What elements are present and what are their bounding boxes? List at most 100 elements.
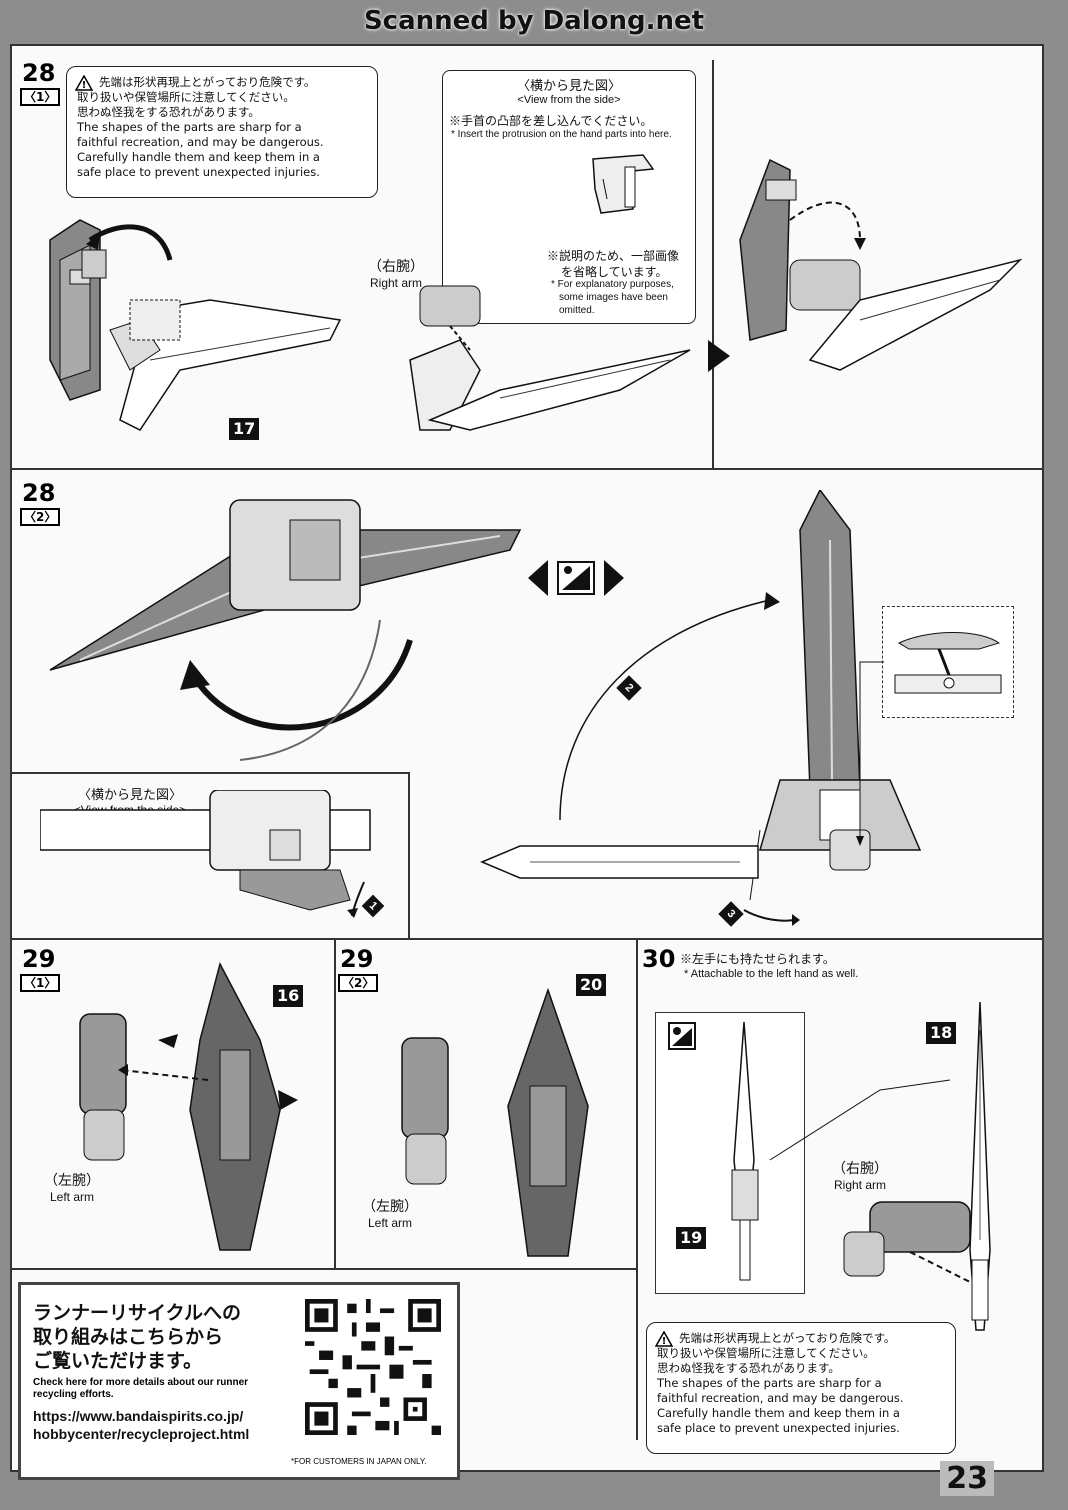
left-arm-label-29-1: （左腕） Left arm [22, 1170, 122, 1204]
sword-illustration-28-1-left [49, 219, 342, 431]
warning-icon: ! [75, 75, 93, 91]
sword-blade-lower-28-2 [480, 845, 759, 879]
left-arm-jp-29-1: （左腕） [44, 1173, 100, 1189]
shield-20 [507, 987, 589, 1257]
shield-16 [189, 961, 281, 1251]
warning30-jp-line-1: 先端は形状再現上とがっており危険です。 [679, 1331, 896, 1345]
left-arm-en-29-2: Left arm [367, 1216, 412, 1230]
right-arm-jp: （右腕） [368, 259, 424, 275]
side-view-frame-right [408, 772, 410, 938]
part-number-19: 19 [676, 1227, 707, 1249]
part-number-16: 16 [273, 985, 304, 1007]
insert-note-en: * Insert the protrusion on the hand part… [451, 129, 672, 140]
left-arm-29-2 [401, 1037, 449, 1185]
flip-view-icon [528, 560, 624, 596]
omit-note-en-3: omitted. [559, 305, 595, 316]
side-view-callout-28: 〈横から見た図〉 <View from the side> ※手首の凸部を差し込… [442, 70, 696, 324]
left-arm-jp-29-2: （左腕） [362, 1199, 418, 1215]
detail-leader-line [856, 661, 884, 846]
divider-28-1-bottom [10, 468, 1042, 470]
rotation-arc-28-2 [559, 592, 780, 821]
left-arm-label-29-2: （左腕） Left arm [340, 1196, 440, 1230]
omit-note-en-1: * For explanatory purposes, [551, 279, 674, 290]
right-arm-jp-30: （右腕） [832, 1161, 888, 1177]
warning-en-line-1: The shapes of the parts are sharp for a [77, 120, 302, 134]
page-number: 23 [940, 1461, 994, 1496]
warning30-en-line-2: faithful recreation, and may be dangerou… [657, 1391, 904, 1405]
recycle-title-line-1: ランナーリサイクルへの [33, 1302, 242, 1324]
side-view-title-en: <View from the side> [517, 94, 621, 106]
warning-en-line-2: faithful recreation, and may be dangerou… [77, 135, 324, 149]
hinge-detail [894, 632, 1002, 694]
sword-illustration-28-2-left [49, 499, 522, 761]
right-arm-label-28: （右腕） Right arm [346, 256, 446, 290]
recycle-title-line-3: ご覧いただけます。 [33, 1350, 203, 1372]
omit-note-en-2: some images have been [559, 292, 668, 303]
recycle-url-line-1: https://www.bandaispirits.co.jp/ [33, 1408, 244, 1424]
divider-29-bottom [10, 1268, 636, 1270]
hand-socket-detail [592, 154, 655, 214]
left-arm-en-29-1: Left arm [49, 1190, 94, 1204]
sword-illustration-28-2-right [749, 490, 922, 901]
sword-side-view-28-2 [40, 790, 371, 911]
next-arrow-28-1 [708, 340, 730, 372]
warning30-en-line-1: The shapes of the parts are sharp for a [657, 1376, 882, 1390]
warning30-jp-line-2: 取り扱いや保管場所に注意してください。 [657, 1346, 875, 1360]
warning-box-30: ! 先端は形状再現上とがっており危険です。 取り扱いや保管場所に注意してください… [646, 1322, 956, 1454]
qr-code[interactable] [305, 1299, 441, 1435]
recycle-desc-line-2: recycling efforts. [33, 1389, 114, 1400]
sword-illustration-28-1-right [739, 158, 1023, 371]
attach-arrow-29-1 [118, 1034, 298, 1110]
side-view2-jp: 〈横から見た図〉 [77, 788, 182, 803]
left-arm-29-1 [79, 1013, 127, 1161]
step-number-29-1: 29 [22, 945, 56, 973]
warning30-en-line-3: Carefully handle them and keep them in a [657, 1406, 900, 1420]
warning-en-line-4: safe place to prevent unexpected injurie… [77, 165, 320, 179]
warning-box-28: ! 先端は形状再現上とがっており危険です。 取り扱いや保管場所に注意してください… [66, 66, 378, 198]
recycle-info-box: ランナーリサイクルへの 取り組みはこちらから ご覧いただけます。 Check h… [18, 1282, 460, 1480]
omit-note-jp-2: を省略しています。 [561, 265, 668, 279]
insert-note-jp: ※手首の凸部を差し込んでください。 [449, 114, 653, 128]
right-arm-en-30: Right arm [833, 1178, 886, 1192]
warning-jp-line-3: 思わぬ怪我をする恐れがあります。 [77, 105, 260, 119]
view-icon-30 [668, 1022, 696, 1050]
step-number-29-2: 29 [340, 945, 374, 973]
svg-text:!: ! [82, 80, 87, 91]
divider-29-1 [334, 940, 336, 1268]
warning-jp-line-2: 取り扱いや保管場所に注意してください。 [77, 90, 295, 104]
step-sub-28-2: 〈2〉 [20, 508, 61, 526]
warning30-en-line-4: safe place to prevent unexpected injurie… [657, 1421, 900, 1435]
divider-28-2-bottom [10, 938, 1042, 940]
recycle-desc-line-1: Check here for more details about our ru… [33, 1377, 249, 1388]
step-number-28-2: 28 [22, 479, 56, 507]
step-sub-29-1: 〈1〉 [20, 974, 61, 992]
step-number-28: 28 [22, 59, 56, 87]
part-number-17: 17 [229, 418, 260, 440]
part-number-20: 20 [576, 974, 607, 996]
side-view-title-jp: 〈横から見た図〉 [516, 78, 621, 93]
step-sub-29-2: 〈2〉 [338, 974, 379, 992]
side-view-frame-top [10, 772, 410, 774]
svg-text:!: ! [662, 1336, 667, 1347]
divider-28-1-panel [712, 60, 714, 468]
recycle-title-line-2: 取り組みはこちらから [33, 1326, 224, 1348]
step30-note-jp: ※左手にも持たせられます。 [680, 952, 835, 966]
japan-only-note: *FOR CUSTOMERS IN JAPAN ONLY. [291, 1457, 427, 1466]
warning30-jp-line-3: 思わぬ怪我をする恐れがあります。 [657, 1361, 840, 1375]
watermark: Scanned by Dalong.net [363, 6, 705, 36]
detail-inset-28-2 [882, 606, 1014, 718]
part-number-18: 18 [926, 1022, 957, 1044]
step30-note-en: * Attachable to the left hand as well. [684, 968, 859, 980]
divider-29-2 [636, 940, 638, 1440]
right-arm-30 [843, 1201, 971, 1283]
warning-jp-line-1: 先端は形状再現上とがっており危険です。 [99, 75, 316, 89]
warning-icon-30: ! [655, 1331, 673, 1347]
recycle-url-link[interactable]: https://www.bandaispirits.co.jp/ hobbyce… [33, 1407, 249, 1443]
step-number-30: 30 [642, 945, 676, 973]
right-arm-label-30: （右腕） Right arm [810, 1158, 910, 1192]
down-arrow-1 [347, 881, 365, 918]
sword-19 [731, 1021, 759, 1281]
slide-arrow-3 [743, 909, 800, 926]
warning-en-line-3: Carefully handle them and keep them in a [77, 150, 320, 164]
omit-note-jp-1: ※説明のため、一部画像 [547, 249, 680, 263]
